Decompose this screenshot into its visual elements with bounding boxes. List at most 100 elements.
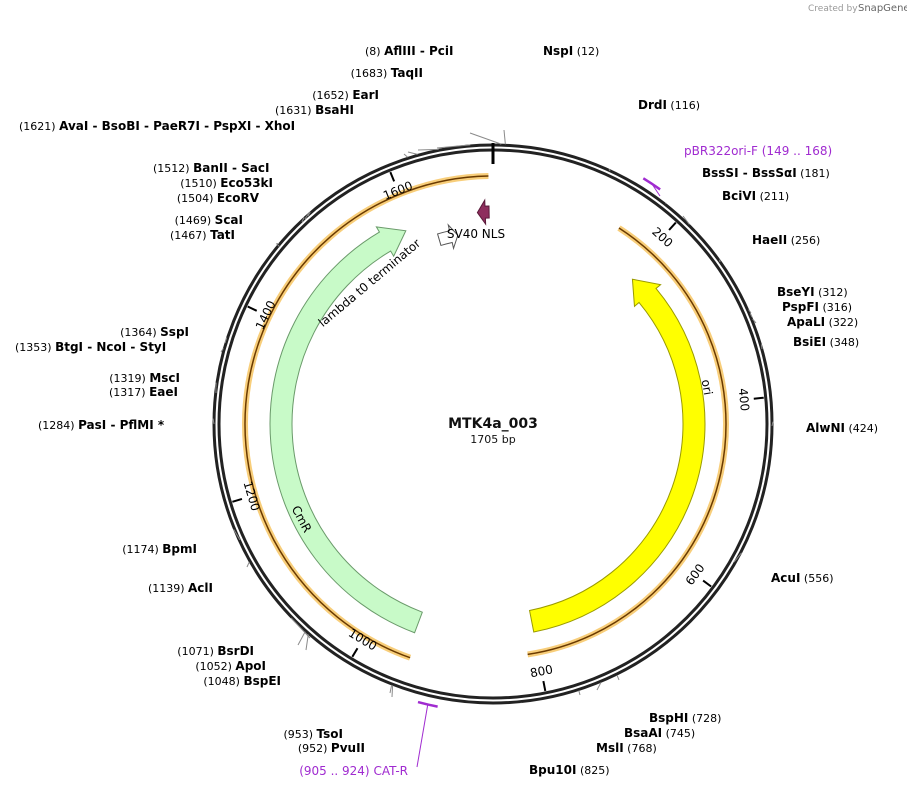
- enzyme-bpu10i-label[interactable]: Bpu10I (825): [529, 763, 610, 777]
- enzyme-eaei-label[interactable]: (1317) EaeI: [109, 385, 178, 399]
- enzyme-sspi-label[interactable]: (1364) SspI: [120, 325, 189, 339]
- enzyme-apoi-label[interactable]: (1052) ApoI: [195, 659, 266, 673]
- enzyme-msci-label[interactable]: (1319) MscI: [109, 371, 180, 385]
- enzyme-avai-leader: [403, 153, 409, 158]
- ori-strand-track: [527, 227, 727, 656]
- enzyme-msci[interactable]: (1319) MscI: [109, 371, 217, 388]
- enzyme-bspei-label[interactable]: (1048) BspEI: [203, 674, 281, 688]
- enzyme-pasi-label[interactable]: (1284) PasI - PflMI *: [38, 418, 165, 432]
- enzyme-bspei[interactable]: (1048) BspEI: [203, 634, 309, 688]
- enzyme-eco53ki-label[interactable]: (1510) Eco53kI: [180, 176, 273, 190]
- enzyme-pvuii-label[interactable]: (952) PvuII: [298, 741, 365, 755]
- feature-ori-arrow[interactable]: [528, 278, 706, 633]
- enzyme-taqii-leader: [436, 144, 471, 149]
- enzyme-alwni-label[interactable]: AlwNI (424): [806, 421, 878, 435]
- enzyme-bsphi-label[interactable]: BspHI (728): [649, 711, 721, 725]
- enzyme-bseyi[interactable]: BseYI (312): [748, 285, 848, 314]
- enzyme-bsphi-leader: [616, 674, 620, 681]
- enzyme-pasi[interactable]: (1284) PasI - PflMI *: [38, 418, 215, 432]
- feature-cmr-arrow[interactable]: [269, 226, 423, 634]
- enzyme-ecorv-label[interactable]: (1504) EcoRV: [177, 191, 260, 205]
- tick-label-400: 400: [736, 388, 752, 412]
- enzyme-tati[interactable]: (1467) TatI: [170, 228, 281, 248]
- feature-sv40-nls-arrow[interactable]: [476, 198, 490, 226]
- primer-pbr322ori-f-label[interactable]: pBR322ori-F (149 .. 168): [684, 144, 832, 158]
- enzyme-eari[interactable]: (1652) EarI: [312, 88, 439, 151]
- enzyme-msli[interactable]: MslI (768): [578, 690, 657, 755]
- enzyme-bpu10i[interactable]: Bpu10I (825): [520, 702, 610, 777]
- enzyme-bsahi[interactable]: (1631) BsaHI: [275, 103, 418, 155]
- restriction-sites: (8) AflIII - PciI NspI (12) DrdI (116) BssS…: [15, 44, 878, 777]
- enzyme-afliii[interactable]: (8) AflIII - PciI: [365, 44, 502, 145]
- enzyme-eco53ki-leader: [304, 212, 310, 220]
- enzyme-tati-label[interactable]: (1467) TatI: [170, 228, 235, 242]
- enzyme-bsiei[interactable]: BsiEI (348): [760, 335, 859, 350]
- enzyme-banii-label[interactable]: (1512) BanII - SacI: [153, 161, 269, 175]
- enzyme-tsoi[interactable]: (953) TsoI: [283, 684, 393, 741]
- enzyme-acui-label[interactable]: AcuI (556): [771, 571, 834, 585]
- enzyme-acli-label[interactable]: (1139) AclI: [148, 581, 213, 595]
- enzyme-acui[interactable]: AcuI (556): [733, 552, 834, 585]
- enzyme-haeii-label[interactable]: HaeII (256): [752, 233, 820, 247]
- enzyme-banii[interactable]: (1512) BanII - SacI: [153, 161, 311, 217]
- enzyme-afliii-label[interactable]: (8) AflIII - PciI: [365, 44, 453, 58]
- enzyme-nspi-leader: [503, 129, 506, 145]
- enzyme-scai[interactable]: (1469) ScaI: [175, 213, 280, 245]
- enzyme-sspi-leader: [224, 337, 228, 344]
- enzyme-haeii[interactable]: HaeII (256): [719, 233, 821, 263]
- enzyme-bpmi-label[interactable]: (1174) BpmI: [122, 542, 197, 556]
- enzyme-eari-leader: [417, 148, 439, 151]
- enzyme-avai[interactable]: (1621) AvaI - BsoBI - PaeR7I - PspXI - X…: [19, 119, 409, 158]
- enzyme-eari-label[interactable]: (1652) EarI: [312, 88, 379, 102]
- enzyme-eco53ki[interactable]: (1510) Eco53kI: [180, 176, 310, 220]
- feature-lambda-t0-terminator-arrow[interactable]: [436, 223, 459, 251]
- enzyme-bsahi-label[interactable]: (1631) BsaHI: [275, 103, 354, 117]
- enzyme-apali-label[interactable]: ApaLI (322): [787, 315, 858, 329]
- enzyme-taqii[interactable]: (1683) TaqII: [351, 66, 471, 149]
- enzyme-bsrdi[interactable]: (1071) BsrDI: [177, 617, 311, 658]
- enzyme-drdi[interactable]: DrdI (116): [608, 98, 700, 172]
- enzyme-afliii-leader: [469, 132, 502, 145]
- enzyme-bsaai[interactable]: BsaAI (745): [596, 682, 695, 740]
- enzyme-btgi[interactable]: (1353) BtgI - NcoI - StyI: [15, 340, 224, 354]
- enzyme-sspi[interactable]: (1364) SspI: [120, 325, 228, 344]
- primer-cat-r-label[interactable]: (905 .. 924) CAT-R: [299, 764, 408, 778]
- enzyme-nspi-label[interactable]: NspI (12): [543, 44, 599, 58]
- snapgene-credit: Created by SnapGene: [808, 3, 907, 14]
- enzyme-pspfi-label[interactable]: PspFI (316): [782, 300, 852, 314]
- enzyme-bsssi-label[interactable]: BssSI - BssSαI (181): [702, 166, 830, 180]
- enzyme-btgi-label[interactable]: (1353) BtgI - NcoI - StyI: [15, 340, 166, 354]
- tick-800: [542, 680, 547, 692]
- enzyme-bcivi-label[interactable]: BciVI (211): [722, 189, 789, 203]
- enzyme-apoi[interactable]: (1052) ApoI: [195, 631, 306, 673]
- enzyme-msli-label[interactable]: MslI (768): [596, 741, 657, 755]
- enzyme-acli[interactable]: (1139) AclI: [148, 561, 250, 595]
- enzyme-bsahi-leader: [407, 151, 418, 155]
- enzyme-ecorv[interactable]: (1504) EcoRV: [177, 191, 305, 223]
- credit-brand: SnapGene: [858, 3, 907, 14]
- enzyme-eaei[interactable]: (1317) EaeI: [109, 384, 217, 399]
- enzyme-bsrdi-label[interactable]: (1071) BsrDI: [177, 644, 254, 658]
- enzyme-taqii-label[interactable]: (1683) TaqII: [351, 66, 423, 80]
- enzyme-tati-leader: [277, 244, 281, 248]
- enzyme-bsphi[interactable]: BspHI (728): [616, 674, 721, 725]
- enzyme-bseyi-label[interactable]: BseYI (312): [777, 285, 848, 299]
- enzyme-pspfi[interactable]: PspFI (316): [749, 300, 852, 318]
- enzyme-tsoi-leader: [389, 684, 393, 694]
- enzyme-bsaai-leader: [596, 682, 602, 691]
- enzyme-alwni[interactable]: AlwNI (424): [771, 421, 878, 435]
- enzyme-bsiei-label[interactable]: BsiEI (348): [793, 335, 859, 349]
- enzyme-bpmi[interactable]: (1174) BpmI: [122, 529, 241, 556]
- enzyme-avai-label[interactable]: (1621) AvaI - BsoBI - PaeR7I - PspXI - X…: [19, 119, 295, 133]
- enzyme-bcivi[interactable]: BciVI (211): [682, 189, 789, 225]
- enzyme-bsaai-label[interactable]: BsaAI (745): [624, 726, 695, 740]
- enzyme-apali[interactable]: ApaLI (322): [752, 315, 859, 329]
- enzyme-pvuii[interactable]: (952) PvuII: [298, 685, 394, 755]
- enzyme-nspi[interactable]: NspI (12): [503, 44, 599, 145]
- enzyme-tsoi-label[interactable]: (953) TsoI: [283, 727, 343, 741]
- enzyme-scai-label[interactable]: (1469) ScaI: [175, 213, 243, 227]
- enzyme-bsssi[interactable]: BssSI - BssSαI (181): [665, 166, 830, 205]
- enzyme-drdi-label[interactable]: DrdI (116): [638, 98, 700, 112]
- tick-label-1200: 1200: [240, 479, 262, 512]
